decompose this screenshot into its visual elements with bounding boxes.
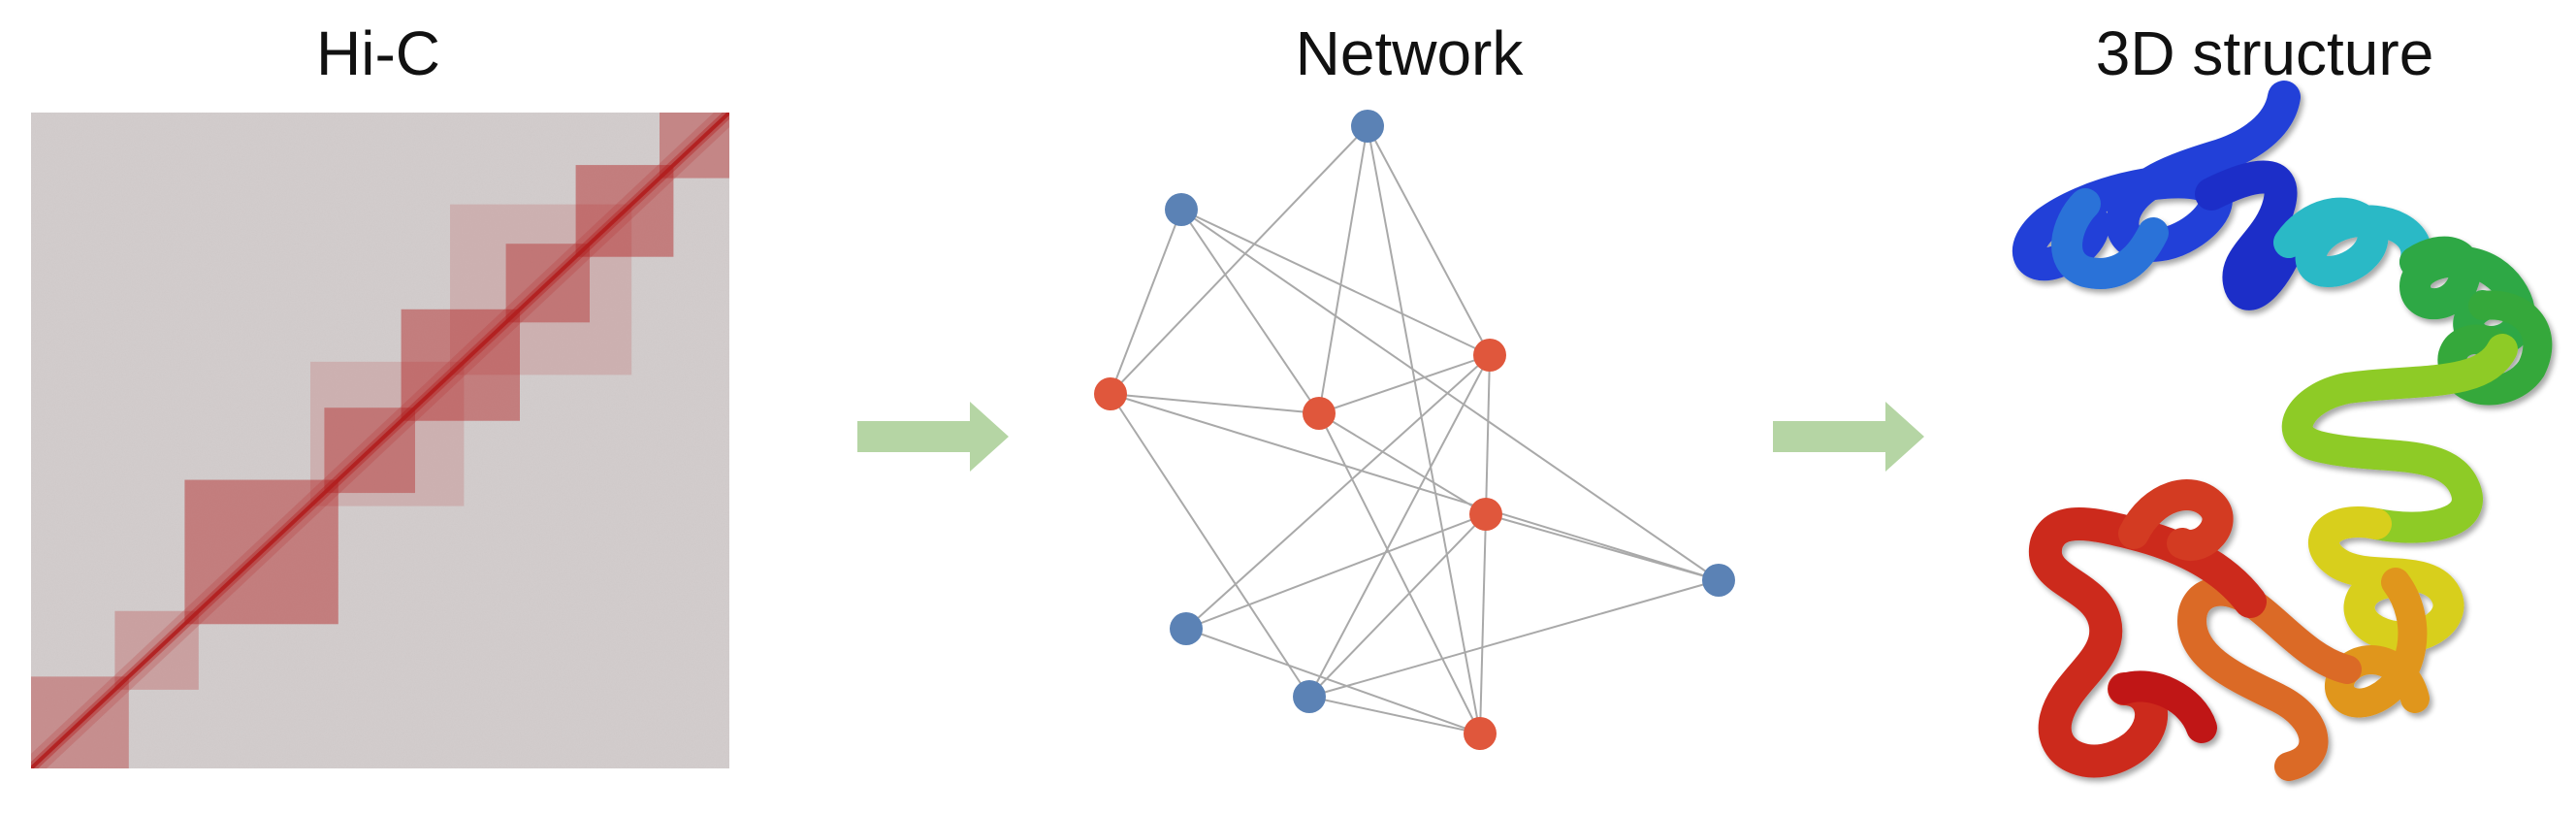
- tube-segment-orange: [2325, 568, 2430, 718]
- network-node-blue: [1170, 612, 1203, 645]
- network-node-blue: [1293, 680, 1326, 713]
- network-node-red: [1473, 339, 1506, 372]
- hic-diagonal: [23, 104, 737, 777]
- network-node-red: [1303, 397, 1336, 430]
- network-edge: [1308, 696, 1481, 734]
- 3d-structure-image: [1959, 78, 2576, 796]
- tube-segment-yellowgreen: [2281, 334, 2518, 543]
- network-edge: [1110, 393, 1310, 698]
- network-edge: [1485, 354, 1491, 515]
- network-edge: [1185, 628, 1481, 734]
- network-node-red: [1464, 717, 1497, 750]
- network-node-blue: [1351, 110, 1384, 143]
- network-edge: [1110, 393, 1720, 581]
- hic-title: Hi-C: [316, 18, 440, 88]
- tube-segment-yellow: [2308, 506, 2464, 653]
- network-edge: [1318, 354, 1491, 414]
- network-title: Network: [1295, 18, 1524, 88]
- network-edge: [1367, 125, 1481, 734]
- tube-segment-cyan: [2273, 197, 2432, 287]
- network-node-blue: [1165, 193, 1198, 226]
- network-edge: [1180, 209, 1491, 356]
- network-edge: [1318, 412, 1487, 515]
- 3d-structure-svg: [2012, 81, 2553, 781]
- network-edge: [1318, 125, 1368, 414]
- network-node-blue: [1702, 564, 1735, 597]
- network-edge: [1110, 125, 1368, 395]
- hic-heatmap-svg: [23, 104, 737, 777]
- network-edge: [1185, 513, 1487, 630]
- structure-title: 3D structure: [2095, 18, 2434, 88]
- network-edge: [1308, 354, 1491, 698]
- network-edge: [1367, 125, 1491, 356]
- network-nodes: [1094, 110, 1735, 750]
- tube-segment-red: [2029, 507, 2267, 778]
- network-edge: [1110, 393, 1320, 414]
- network-svg: [1094, 110, 1735, 750]
- network-edge: [1110, 209, 1182, 395]
- network-edge: [1185, 354, 1491, 630]
- hic-contact-map: [23, 104, 737, 777]
- network-edge: [1485, 513, 1720, 581]
- network-edge: [1180, 209, 1320, 414]
- network-graph: [1077, 97, 1755, 776]
- network-edges: [1110, 125, 1720, 734]
- network-node-red: [1094, 377, 1127, 410]
- arrow-right-icon: [1773, 402, 1924, 476]
- network-edge: [1479, 513, 1487, 734]
- hic-diagonal-line: [29, 111, 731, 770]
- network-edge: [1318, 412, 1481, 734]
- network-edge: [1308, 579, 1720, 698]
- network-edge: [1308, 513, 1487, 698]
- arrow-right-icon: [857, 402, 1009, 476]
- network-node-red: [1469, 498, 1502, 531]
- network-edge: [1180, 209, 1720, 581]
